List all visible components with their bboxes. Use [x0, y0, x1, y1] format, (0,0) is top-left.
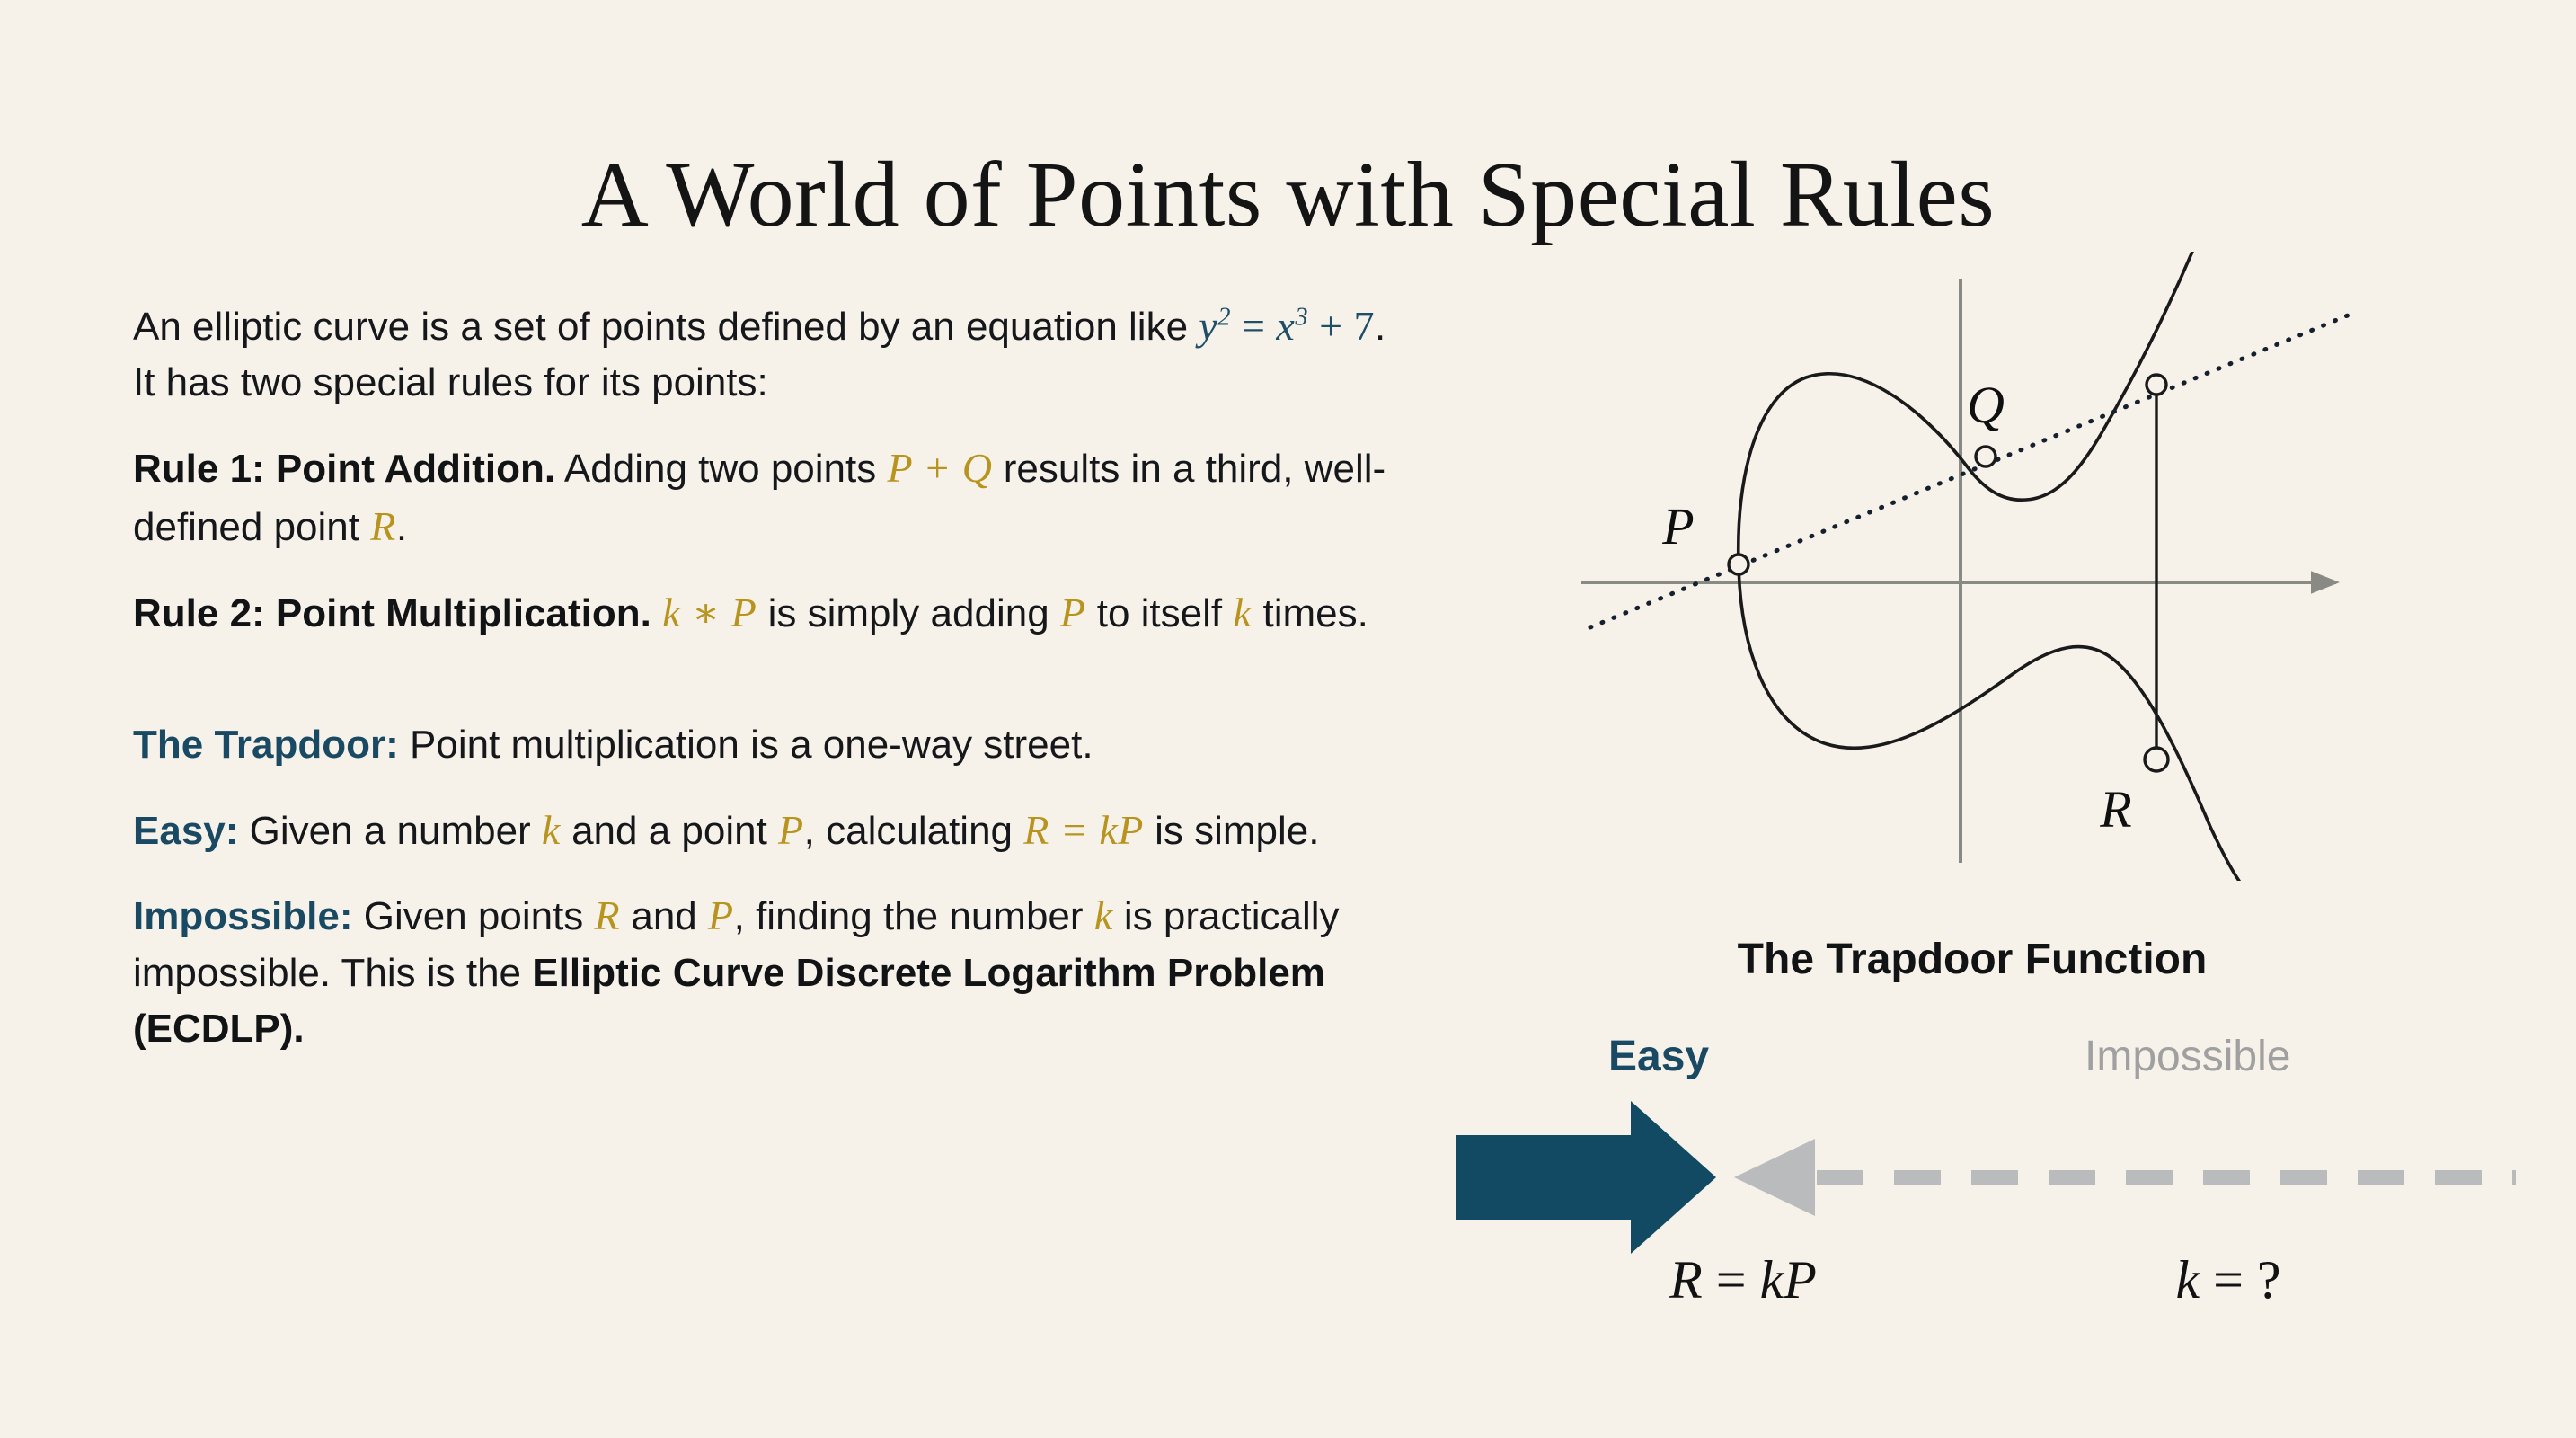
paragraph-rule-1: Rule 1: Point Addition. Adding two point…: [133, 439, 1409, 556]
impossible-math-r: R: [594, 892, 621, 939]
paragraph-trapdoor: The Trapdoor: Point multiplication is a …: [133, 717, 1409, 773]
trapdoor-lead: The Trapdoor:: [133, 723, 399, 768]
impossible-arrowhead-left-icon: [1734, 1139, 1815, 1216]
curve-lower-branch: [1737, 563, 2241, 881]
section-spacer: [133, 669, 1409, 717]
easy-math-r-equals-kp: R = kP: [1023, 806, 1144, 853]
easy-direction-label: Easy: [1608, 1033, 1710, 1080]
rule2-math-k-times-p: k ∗ P: [662, 589, 757, 635]
easy-text-d: is simple.: [1143, 808, 1320, 853]
trapdoor-diagram-title: The Trapdoor Function: [1737, 936, 2208, 983]
impossible-lead: Impossible:: [133, 894, 353, 939]
easy-arrow-right-icon: [1456, 1101, 1716, 1254]
rule1-text-b: results in a third, well-defined point: [133, 446, 1386, 550]
rule2-text-d: times.: [1252, 590, 1368, 635]
point-third-intersection-marker: [2145, 373, 2168, 396]
intro-text-part2: . It has two special rules for its point…: [133, 305, 1386, 405]
curve-equation: y2 = x3 + 7: [1199, 303, 1375, 349]
impossible-math-k: k: [1093, 892, 1113, 939]
page-title: A World of Points with Special Rules: [580, 142, 1996, 246]
paragraph-impossible: Impossible: Given points R and P, findin…: [133, 886, 1409, 1057]
elliptic-curve-diagram: P Q R: [1563, 252, 2372, 881]
intro-text-part1: An elliptic curve is a set of points def…: [133, 305, 1199, 349]
rule2-text-a: [651, 591, 662, 635]
formula-easy-equals: =: [1702, 1250, 1760, 1309]
impossible-direction-label: Impossible: [2085, 1033, 2291, 1080]
equation-base-y: y: [1199, 303, 1218, 349]
formula-impossible-lhs: k: [2175, 1250, 2200, 1309]
rule1-text-a: Adding two points: [555, 446, 888, 491]
equation-base-x: x: [1276, 303, 1296, 349]
impossible-math-p: P: [708, 892, 734, 939]
trapdoor-arrows-svg: [1456, 1101, 2516, 1254]
formula-impossible: k = ?: [2085, 1249, 2372, 1311]
ecdlp-term: Elliptic Curve Discrete Logarithm Proble…: [133, 950, 1325, 1052]
impossible-text-d: is practically impossible. This is the: [133, 894, 1340, 995]
curve-upper-branch: [1736, 252, 2194, 566]
equation-plus: +: [1308, 303, 1354, 349]
explanatory-text-column: An elliptic curve is a set of points def…: [133, 297, 1409, 1085]
easy-text-c: , calculating: [803, 808, 1024, 853]
rule2-text-c: to itself: [1085, 590, 1234, 635]
equation-exponent-3: 3: [1295, 303, 1309, 332]
formula-impossible-rhs: ?: [2256, 1250, 2281, 1309]
rule1-math-r: R: [370, 503, 396, 550]
rule2-math-p: P: [1059, 589, 1086, 635]
paragraph-intro: An elliptic curve is a set of points def…: [133, 297, 1409, 412]
elliptic-curve-svg: P Q R: [1581, 252, 2357, 881]
rule1-lead: Rule 1: Point Addition.: [133, 446, 556, 491]
point-r-marker: [2143, 746, 2170, 773]
easy-lead: Easy:: [133, 808, 239, 853]
point-p-marker: [1727, 553, 1750, 576]
formula-easy-rhs: kP: [1759, 1250, 1817, 1309]
impossible-text-a: Given points: [352, 894, 595, 939]
trapdoor-arrows: [1456, 1101, 2516, 1263]
equation-constant: 7: [1353, 303, 1376, 349]
point-p-label: P: [1661, 497, 1694, 555]
formula-impossible-equals: =: [2200, 1250, 2257, 1309]
impossible-text-b: and: [620, 894, 709, 939]
rule1-math-p-plus-q: P + Q: [887, 444, 993, 491]
easy-text-b: and a point: [560, 808, 779, 853]
easy-text-a: Given a number: [238, 808, 542, 853]
rule2-lead: Rule 2: Point Multiplication.: [133, 590, 651, 635]
equation-exponent-2: 2: [1217, 303, 1231, 332]
point-q-label: Q: [1967, 376, 2005, 434]
impossible-text-c: , finding the number: [733, 894, 1094, 939]
point-r-label: R: [2099, 780, 2131, 839]
point-q-marker: [1974, 445, 1997, 468]
equation-equals: =: [1230, 303, 1277, 349]
paragraph-easy: Easy: Given a number k and a point P, ca…: [133, 801, 1409, 859]
easy-math-k: k: [541, 806, 561, 853]
paragraph-rule-2: Rule 2: Point Multiplication. k ∗ P is s…: [133, 583, 1409, 642]
rule2-text-b: is simply adding: [757, 590, 1060, 635]
trapdoor-text: Point multiplication is a one-way street…: [398, 723, 1093, 768]
rule1-text-c: .: [395, 505, 408, 550]
formula-easy-lhs: R: [1669, 1250, 1703, 1309]
rule2-math-k: k: [1233, 589, 1253, 635]
secant-line: [1588, 310, 2357, 630]
easy-math-p: P: [778, 806, 804, 853]
formula-easy: R = kP: [1554, 1249, 1932, 1311]
